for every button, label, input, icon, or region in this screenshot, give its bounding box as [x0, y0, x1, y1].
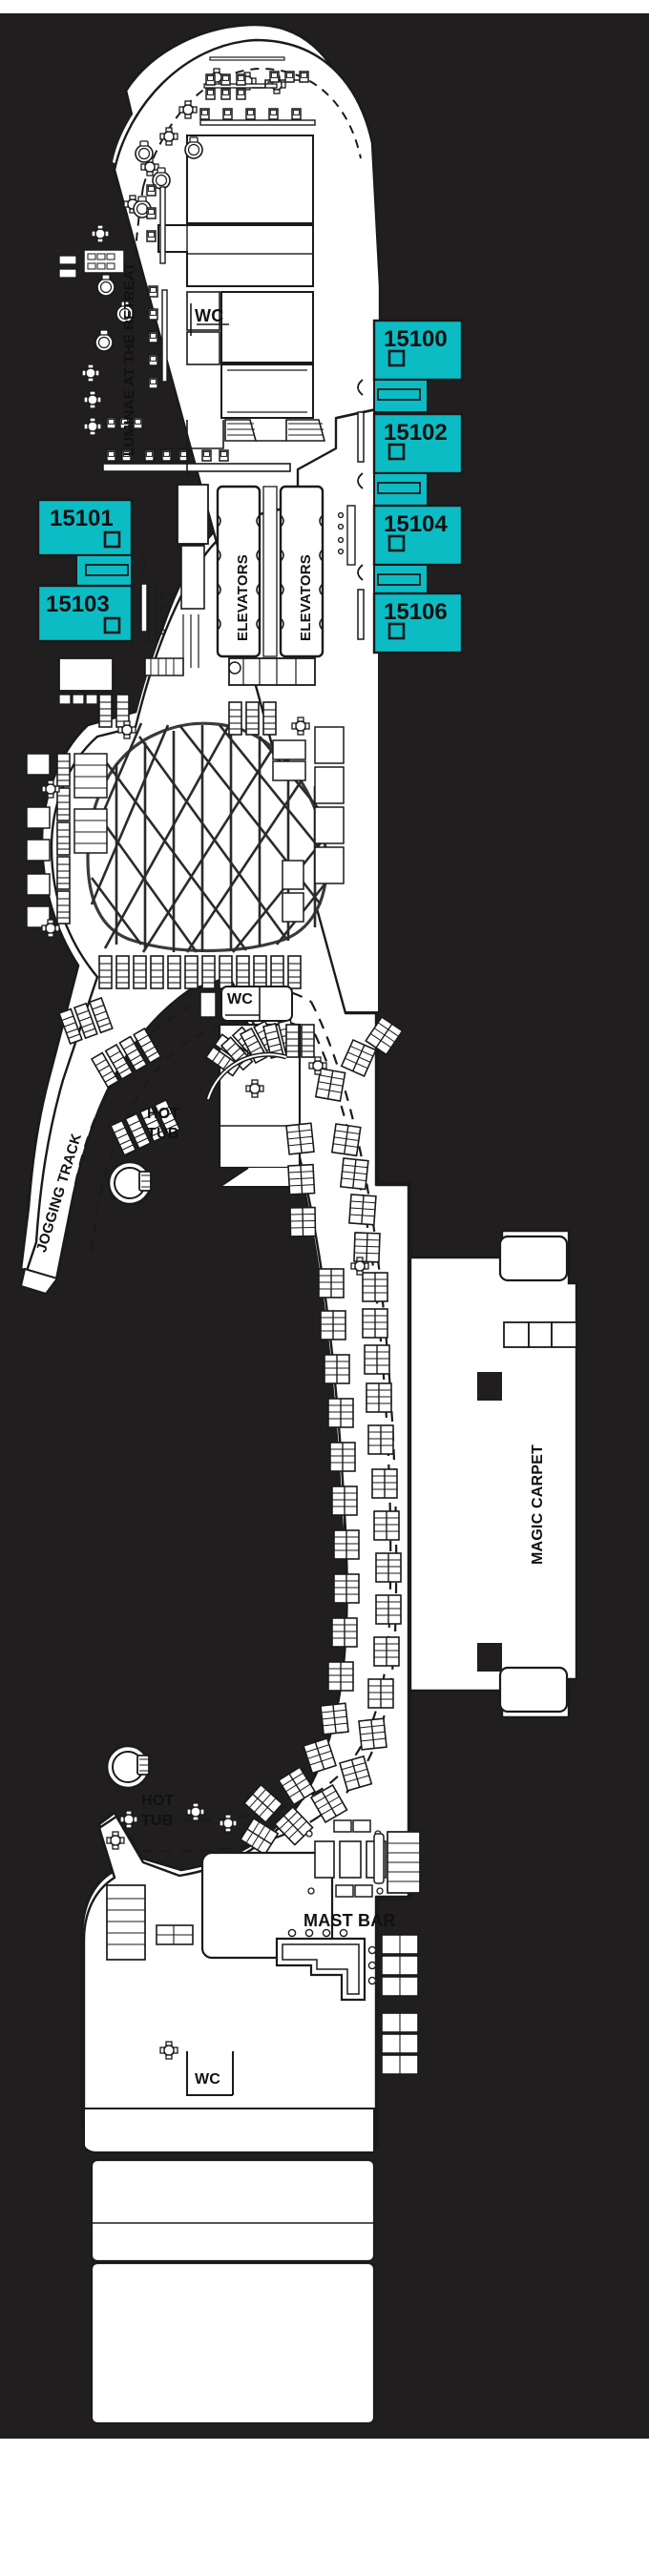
- venue-label-mast-bar: MAST BAR: [304, 1911, 396, 1930]
- venue-label-wc-forward: WC: [195, 306, 224, 325]
- venue-label-hot-tub-aft-line1: HOT: [141, 1793, 175, 1809]
- jogging-track-arrow: [19, 1267, 59, 1296]
- hot-tub-forward-icon: [107, 1160, 153, 1206]
- venue-label-magic-carpet: MAGIC CARPET: [530, 1444, 546, 1565]
- venue-label-elevators-starboard: ELEVATORS: [298, 554, 314, 641]
- stateroom-label-15106[interactable]: 15106: [384, 599, 448, 625]
- dome-surround-furniture: [26, 694, 345, 989]
- venue-label-wc-aft: WC: [195, 2071, 221, 2088]
- aft-deck: [83, 1744, 421, 2425]
- stateroom-label-15101[interactable]: 15101: [50, 506, 114, 531]
- venue-label-wc-midship: WC: [227, 991, 254, 1008]
- venue-label-hot-tub-aft-line2: TUB: [141, 1813, 174, 1829]
- stateroom-label-15104[interactable]: 15104: [384, 511, 448, 537]
- pool-deck-furniture: [58, 986, 404, 1856]
- retreat-sundeck-furniture: [58, 56, 362, 472]
- elevator-lobby: [153, 419, 326, 668]
- luminae-seating: [58, 136, 203, 436]
- magic-carpet-platform: [408, 1229, 578, 1719]
- forward-interior-rooms: [157, 135, 314, 419]
- stateroom-label-15102[interactable]: 15102: [384, 420, 448, 446]
- venue-label-hot-tub-forward-line2: TUB: [147, 1126, 179, 1142]
- venue-label-elevators-port: ELEVATORS: [235, 554, 251, 641]
- aft-venue-block: [83, 2108, 376, 2425]
- hot-tub-aft-icon: [105, 1744, 151, 1790]
- lounger-fan: [205, 1019, 315, 1100]
- venue-label-luminae-at-the-retreat: LUMINAE AT THE RETREAT: [121, 261, 137, 456]
- stateroom-label-15100[interactable]: 15100: [384, 326, 448, 352]
- lattice-dome-structure: [86, 721, 330, 953]
- venue-label-hot-tub-forward-line1: HOT: [147, 1106, 180, 1122]
- stateroom-blocks: [36, 319, 464, 654]
- stateroom-label-15103[interactable]: 15103: [46, 592, 110, 617]
